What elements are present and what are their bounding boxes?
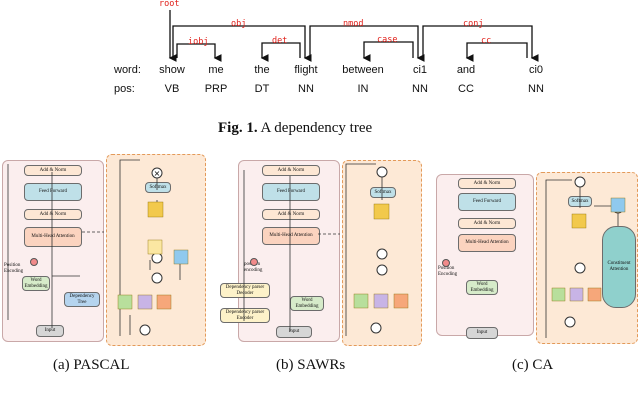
- token-pos: NN: [298, 83, 314, 95]
- arc-iobj: [176, 43, 222, 62]
- add-norm-box: Add & Norm: [458, 178, 516, 189]
- position-encoding-label: Position Encoding: [438, 266, 458, 277]
- word-embedding-box: Word Embedding: [466, 280, 498, 295]
- token-word: ci1: [412, 64, 428, 76]
- panel-label-pascal: (a) PASCAL: [53, 357, 130, 373]
- feed-forward-box: Feed Forward: [458, 193, 516, 211]
- multi-head-attention-box: Multi-Head Attention: [24, 227, 82, 247]
- position-encoding-icon: [442, 259, 450, 267]
- row-label-pos: pos:: [114, 83, 135, 95]
- multiply-glyph: ×: [154, 169, 161, 178]
- feed-forward-box: Feed Forward: [24, 183, 82, 201]
- token-pos: NN: [528, 83, 544, 95]
- rel-cc: cc: [481, 36, 492, 46]
- figure-label: Fig. 1.: [218, 120, 258, 136]
- arc-case: [362, 41, 414, 62]
- position-encoding-icon: [250, 258, 258, 266]
- softmax-box: Softmax: [145, 182, 171, 193]
- add-norm-box: Add & Norm: [24, 209, 82, 220]
- row-label-word: word:: [114, 64, 141, 76]
- multi-head-attention-box: Multi-Head Attention: [262, 227, 320, 245]
- feed-forward-box: Feed Forward: [262, 183, 320, 201]
- word-embedding-box: Word Embedding: [290, 296, 324, 311]
- rel-root: root: [159, 0, 180, 9]
- input-box: Input: [276, 326, 312, 338]
- token-pos: DT: [254, 83, 270, 95]
- arc-nmod: [309, 25, 425, 62]
- token-word: the: [254, 64, 270, 76]
- ca-diagram-glyphs: [545, 176, 626, 338]
- token-word: me: [208, 64, 224, 76]
- multi-head-attention-box: Multi-Head Attention: [458, 234, 516, 252]
- add-norm-box: Add & Norm: [262, 209, 320, 220]
- parser-encoder-box: Dependency parser Encoder: [220, 308, 270, 323]
- parser-decoder-box: Dependency parser Decoder: [220, 283, 270, 298]
- arc-conj: [422, 25, 539, 62]
- panel-label-sawrs: (b) SAWRs: [276, 357, 346, 373]
- rel-det: det: [272, 36, 288, 46]
- token-word: flight: [294, 64, 318, 76]
- token-word: show: [159, 64, 185, 76]
- arc-cc: [465, 42, 528, 62]
- rel-conj: conj: [463, 19, 484, 29]
- add-norm-box: Add & Norm: [262, 165, 320, 176]
- arc-obj: [172, 25, 312, 62]
- input-box: Input: [36, 325, 64, 337]
- token-pos: NN: [412, 83, 428, 95]
- softmax-box: Softmax: [370, 187, 396, 198]
- position-encoding-icon: [30, 258, 38, 266]
- token-pos: IN: [357, 83, 369, 95]
- token-pos: CC: [458, 83, 474, 95]
- sawrs-diagram-glyphs: [243, 163, 409, 336]
- rel-iobj: iobj: [188, 37, 209, 47]
- rel-case: case: [377, 35, 398, 45]
- panel-label-ca: (c) CA: [512, 357, 554, 373]
- input-box: Input: [466, 327, 498, 339]
- add-norm-box: Add & Norm: [24, 165, 82, 176]
- token-pos: VB: [164, 83, 180, 95]
- token-word: between: [342, 64, 384, 76]
- word-embedding-box: Word Embedding: [22, 276, 50, 291]
- token-word: ci0: [528, 64, 544, 76]
- token-word: and: [456, 64, 476, 76]
- token-pos: PRP: [204, 83, 228, 95]
- figure-caption-text: A dependency tree: [260, 120, 373, 136]
- arc-det: [260, 42, 301, 62]
- constituent-attention-box: Constituent Attention: [602, 226, 636, 308]
- rel-obj: obj: [231, 19, 247, 29]
- dependency-arcs: [168, 10, 539, 62]
- rel-nmod: nmod: [343, 19, 364, 29]
- pascal-diagram-glyphs: ×: [7, 159, 189, 336]
- add-norm-box: Add & Norm: [458, 218, 516, 229]
- dependency-tree-box: Dependency Tree: [64, 292, 100, 307]
- figure-caption: Fig. 1. A dependency tree: [218, 120, 372, 137]
- position-encoding-label: Position Encoding: [4, 263, 24, 274]
